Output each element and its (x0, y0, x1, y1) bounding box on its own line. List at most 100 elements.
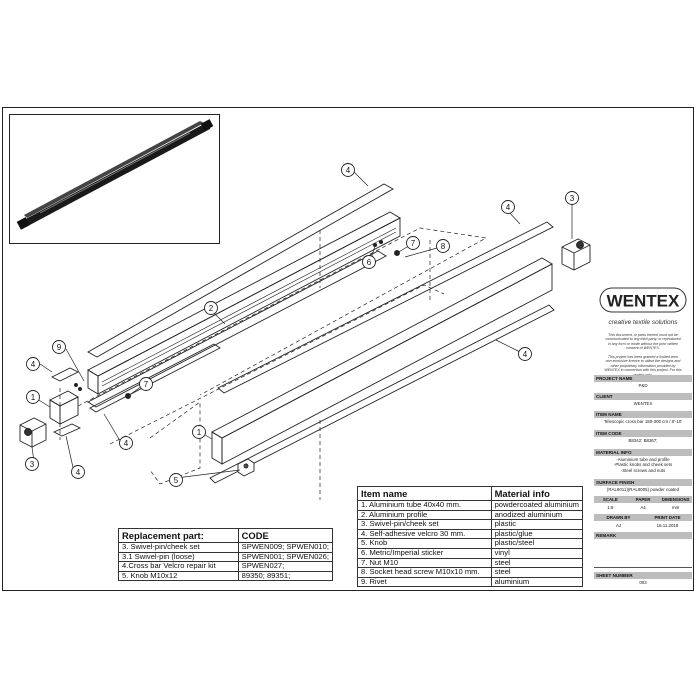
item-name-cell: 8. Socket head screw M10x10 mm. (357, 567, 492, 578)
item-value-cell: vinyl (490, 547, 584, 559)
client-value: WENTEX (633, 401, 653, 406)
wentex-logo: WENTEX (599, 287, 687, 313)
scale-paper-dim-values: 1:8 A4 mm (594, 504, 692, 511)
callout-number: 7 (411, 239, 416, 248)
callout-circle (565, 191, 579, 205)
replacement-value-cell: SPWEN009; SPWEN010; (237, 542, 334, 553)
callout-number: 4 (346, 166, 351, 175)
callout-circle (204, 301, 218, 315)
replacement-table: Replacement part: CODE 3. Swivel-pin/che… (118, 528, 334, 582)
drawn-by-label: DRAWN BY (606, 515, 631, 520)
callout-circle (192, 425, 206, 439)
drawn-by-value: AJ (615, 523, 622, 528)
item-value-cell: powdercoated aluminium (490, 500, 584, 511)
overview-bar-drawing (16, 119, 214, 230)
callout-circle (71, 465, 85, 479)
callout-number: 9 (57, 343, 62, 352)
callout-number: 6 (367, 258, 372, 267)
callout-number: 4 (124, 439, 129, 448)
drawn-print-header: DRAWN BY PRINT DATE (594, 514, 692, 521)
callout-circle (25, 457, 39, 471)
callout-number: 3 (30, 460, 35, 469)
scale-value: 1:8 (607, 505, 614, 510)
material-info-label: MATERIAL INFO (594, 449, 692, 456)
callout-circle (139, 377, 153, 391)
callout-circle (52, 340, 66, 354)
callout-number: 1 (197, 428, 202, 437)
surface-finish-label: SURFACE FINISH (594, 479, 692, 486)
paper-value: A4 (640, 505, 646, 510)
aluminium-tube (211, 257, 553, 439)
callout-number: 4 (31, 360, 36, 369)
print-date-label: PRINT DATE (654, 515, 681, 520)
item-value-cell: aluminium (490, 576, 584, 588)
callout-circle (501, 200, 515, 214)
callout-number: 3 (570, 194, 575, 203)
notice-line: in any form or mode without the prior wr… (607, 341, 679, 346)
item-name-label: ITEM NAME (594, 411, 692, 418)
scale-paper-dim-header: SCALE PAPER DIMENSIONS (594, 496, 692, 503)
sheet-number-label: SHEET NUMBER (594, 572, 692, 579)
item-value-cell: steel (490, 567, 584, 578)
code-header: CODE (237, 528, 334, 543)
sheet-number-value: 003 (639, 580, 647, 585)
remark-divider (594, 567, 692, 568)
dimensions-label: DIMENSIONS (661, 497, 690, 502)
drawn-print-values: AJ 16.11.2018 (594, 522, 692, 529)
title-block: WENTEX creative textile solutions This d… (594, 282, 692, 589)
dimensions-value: mm (672, 505, 680, 510)
callout-circle (362, 255, 376, 269)
knob (237, 458, 255, 477)
copyright-notice: This document, or parts thereof must not… (598, 333, 688, 377)
item-name-cell: 1. Aluminium tube 40x40 mm. (357, 500, 492, 511)
remark-label: REMARK (594, 532, 692, 539)
callout-number: 5 (174, 476, 179, 485)
item-name-header: Item name (357, 486, 492, 501)
client-label: CLIENT (594, 393, 692, 400)
item-table: Item name Material info 1. Aluminium tub… (357, 486, 584, 588)
item-name-cell: 3. Swivel-pin/cheek set (357, 519, 492, 530)
material-info-line: -Aluminium tube and profile (616, 457, 670, 462)
project-name-label: PROJECT NAME (594, 375, 692, 382)
item-row: 1. Aluminium tube 40x40 mm.powdercoated … (357, 500, 584, 511)
aluminium-profile (87, 211, 401, 377)
callout-number: 7 (144, 380, 149, 389)
item-name-value: Telescopic cross bar 180-300 cm / 8'-10' (603, 419, 683, 424)
callout-number: 1 (31, 393, 36, 402)
item-row: 4. Self-adhesive velcro 30 mm.plastic/gl… (357, 528, 584, 540)
callout-circle (436, 239, 450, 253)
callout-number: 4 (523, 350, 528, 359)
overview-inset (9, 114, 220, 244)
velcro-strip-top (87, 183, 394, 358)
paper-label: PAPER (635, 497, 651, 502)
material-info-value: -Aluminium tube and profile-Plastic knob… (594, 457, 692, 473)
notice-line: This project has been granted a limited-… (607, 355, 679, 360)
notice-line: WENTEX in connection with this project. … (604, 368, 682, 373)
replacement-name-cell: 5. Knob M10x12 (118, 570, 239, 582)
cheek-set-right (561, 238, 591, 271)
item-code-label: ITEM CODE (594, 430, 692, 437)
material-info-line: -Steel screws and nuts (620, 467, 666, 473)
material-info-header: Material info (490, 486, 584, 501)
callout-circle (169, 473, 183, 487)
logo-text: WENTEX (607, 292, 680, 311)
callout-circle (26, 357, 40, 371)
callout-number: 4 (76, 468, 81, 477)
callout-circle (119, 436, 133, 450)
callout-circle (406, 236, 420, 250)
item-value-cell: plastic (490, 519, 584, 530)
item-row: 8. Socket head screw M10x10 mm.steel (357, 567, 584, 578)
print-date-value: 16.11.2018 (656, 523, 679, 528)
project-name-value: P&D (638, 383, 648, 388)
notice-line: communicated to any third party, or repr… (605, 337, 681, 342)
notice-line: other proprietary information provided b… (610, 363, 676, 368)
callout-number: 8 (441, 242, 446, 251)
notice-line: This document, or parts thereof must not… (608, 333, 678, 337)
